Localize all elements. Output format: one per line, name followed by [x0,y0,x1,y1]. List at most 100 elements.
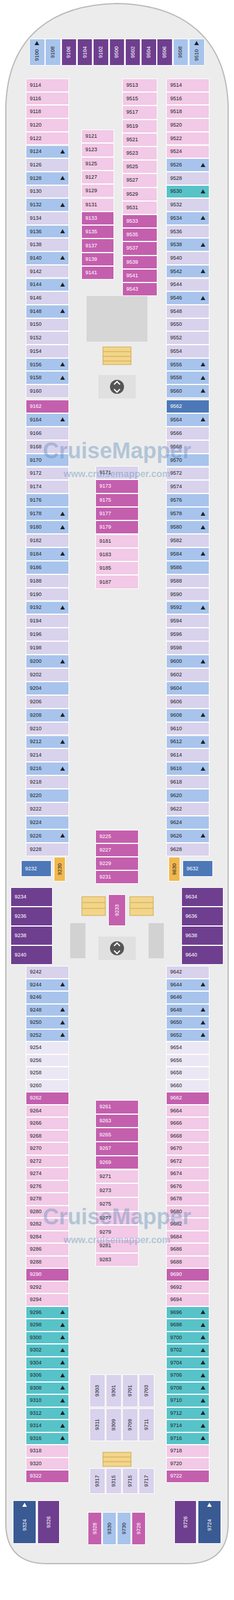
cabin-number: 9539 [126,259,139,265]
berth-marker [200,268,206,273]
cabin-box: 9154 [25,343,70,358]
cabin-number: 9706 [170,1370,182,1376]
berth-marker [60,1420,65,1426]
cabin-box: 9600 [166,653,210,667]
cabin-number: 9678 [170,1193,182,1200]
berth-marker [60,1030,65,1035]
cabin-number: 9684 [170,1232,182,1238]
berth-marker [200,1307,206,1312]
cabin-number: 9168 [29,443,42,449]
cabin-box: 9173 [95,478,139,492]
berth-marker [200,361,206,366]
berth-marker [200,1018,206,1023]
cabin-number: 9176 [29,496,42,502]
cabin-number: 9118 [29,108,41,115]
cabin-number: 9517 [126,109,139,115]
cabin-number: 9530 [170,188,182,194]
cabin-number: 9181 [99,537,112,543]
cabin-number: 9586 [170,563,182,570]
cabin-box: 9537 [122,241,158,255]
cabin-number: 9282 [29,1219,42,1225]
cabin-box: 9129 [81,183,115,198]
cabin-box: 9704 [166,1354,210,1368]
cabin-number: 9322 [29,1470,42,1476]
cabin-number: 9574 [170,483,182,489]
cabin-box: 9506 [156,38,173,66]
cabin-number: 9519 [126,123,139,129]
cabin-number: 9301 [111,1382,117,1395]
cabin-box: 9730 [117,1509,132,1543]
cabin-number: 9174 [29,483,42,489]
cabin-box: 9312 [25,1404,70,1418]
cabin-number: 9594 [170,617,182,623]
cabin-number: 9608 [170,711,182,717]
berth-marker [60,149,65,154]
berth-marker [60,550,65,555]
cabin-number: 9662 [170,1093,182,1099]
cabin-number: 9703 [143,1382,150,1395]
cabin-number: 9688 [170,1257,182,1263]
cabin-box: 9592 [166,600,210,614]
berth-marker [60,1320,65,1325]
cabin-number: 9137 [85,242,98,249]
cabin-box: 9128 [25,171,70,185]
cabin-box: 9140 [25,250,70,265]
cabin-box: 9710 [166,1391,210,1405]
cabin-box: 9290 [25,1265,70,1279]
berth-marker [60,765,65,770]
cabin-box: 9696 [166,1303,210,1317]
cabin-number: 9182 [29,537,42,543]
cabin-number: 9281 [99,1240,112,1247]
cabin-number: 9270 [29,1143,42,1149]
berth-marker [60,658,65,663]
cabin-number: 9715 [127,1472,133,1485]
cabin-box: 9722 [166,1467,210,1481]
cabin-box: 9320 [25,1454,70,1468]
cabin-box: 9125 [81,156,115,171]
cabin-number: 9718 [170,1445,182,1451]
cabin-number: 9514 [170,82,182,88]
cabin-box: 9298 [25,1316,70,1330]
cabin-box: 9670 [166,1140,210,1154]
cabin-number: 9160 [29,387,42,394]
cabin-number: 9125 [85,160,98,167]
cabin-number: 9272 [29,1156,42,1162]
cabin-box: 9179 [95,519,139,533]
cabin-number: 9216 [29,764,42,770]
cabin-number: 9128 [29,175,42,181]
cabin-number: 9326 [46,1513,52,1526]
berth-marker [34,40,40,46]
cabin-number: 9130 [29,188,42,194]
cabin-box: 9226 [25,827,70,842]
cabin-box: 9166 [25,425,70,440]
cabin-box: 9229 [95,855,139,869]
cabin-number: 9292 [29,1282,42,1288]
cabin-number: 9254 [29,1043,42,1049]
cabin-number: 9324 [22,1516,28,1529]
cabin-box: 9233 [108,892,126,925]
cabin-number: 9624 [170,818,182,824]
berth-marker [60,308,65,313]
cabin-box: 9227 [95,841,139,856]
cabin-number: 9330 [107,1519,113,1532]
cabin-number: 9156 [29,361,42,367]
cabin-number: 9626 [170,831,182,838]
cabin-box: 9702 [166,1341,210,1355]
cabin-box: 9504 [140,38,157,66]
cabin-number: 9267 [99,1143,112,1149]
cabin-number: 9656 [170,1055,182,1062]
cabin-number: 9541 [126,272,139,278]
berth-marker [200,1332,206,1337]
cabin-box: 9172 [25,466,70,480]
cabin-box: 9238 [10,924,53,944]
cabin-number: 9230 [57,861,63,874]
cabin-box: 9114 [25,78,70,92]
cabin-number: 9228 [29,845,42,851]
cabin-box: 9284 [25,1228,70,1242]
elevator-icon [70,374,164,959]
cabin-box: 9315 [105,1465,122,1492]
cabin-number: 9129 [85,187,98,194]
cabin-box: 9183 [95,546,139,561]
berth-marker [200,738,206,743]
